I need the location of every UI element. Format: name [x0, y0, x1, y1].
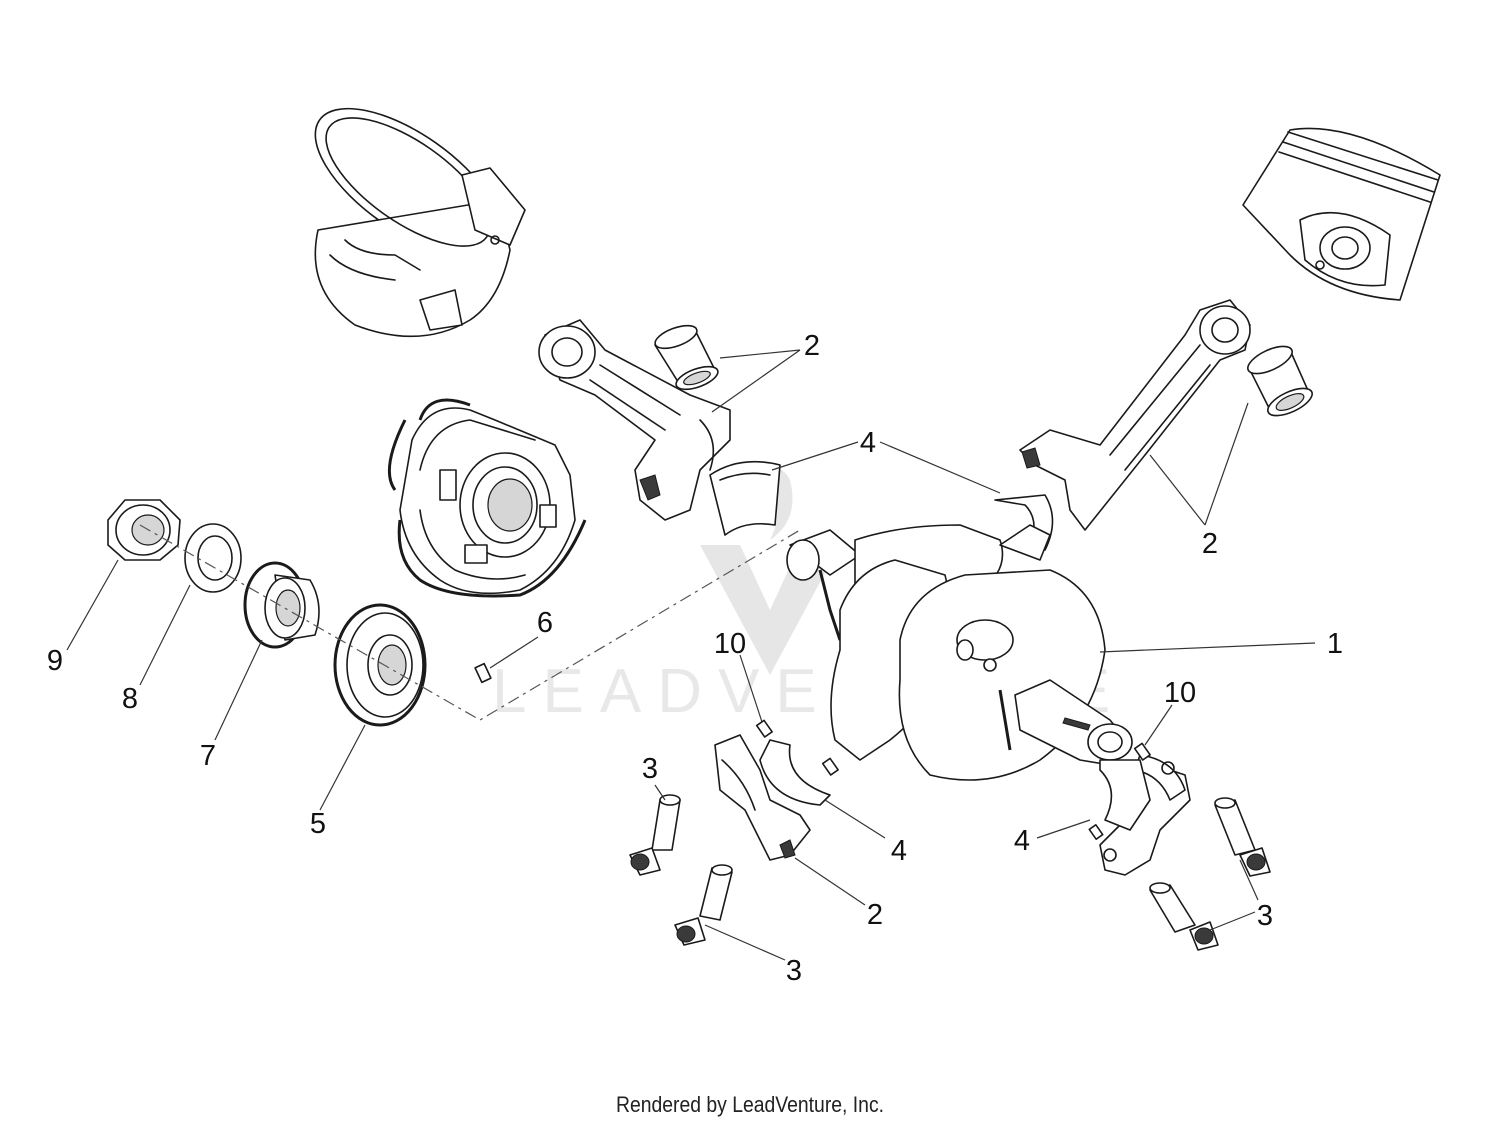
connecting-rod-upper-right	[1019, 299, 1251, 531]
woodruff-key	[474, 662, 492, 684]
callout-4-bottom-mid: 4	[891, 835, 907, 867]
bearing-shell-lower-left	[759, 739, 831, 806]
piston-right	[1242, 127, 1441, 301]
piston-left	[314, 107, 526, 338]
washer	[184, 523, 242, 593]
callout-4-bottom-right: 4	[1014, 825, 1030, 857]
callout-4-top: 4	[860, 427, 876, 459]
callout-3-left-top: 3	[642, 753, 658, 785]
callout-2-right: 2	[1202, 528, 1218, 560]
gear-small	[243, 561, 320, 649]
callout-10-right: 10	[1164, 677, 1196, 709]
footer-credit: Rendered by LeadVenture, Inc.	[615, 1092, 885, 1117]
bolt-right-top	[1214, 797, 1271, 877]
bolt-left-top	[629, 794, 681, 876]
dowel-pin-right	[1088, 742, 1151, 841]
connecting-rod-upper-left	[538, 319, 731, 521]
assembly-axis-line	[139, 524, 801, 721]
rod-cap-lower-left	[714, 734, 811, 861]
callout-3-bottom: 3	[786, 955, 802, 987]
bolt-right-bottom	[1149, 882, 1219, 951]
callout-6: 6	[537, 607, 553, 639]
bearing-shell-upper-left	[709, 460, 781, 536]
gear-large	[333, 603, 427, 727]
crankshaft	[786, 524, 1133, 781]
callout-2-top: 2	[804, 330, 820, 362]
callout-5: 5	[310, 808, 326, 840]
leader-lines	[66, 349, 1316, 961]
bolt-left-bottom	[674, 864, 733, 946]
dowel-pin-left	[755, 719, 839, 776]
callout-2-bottom: 2	[867, 899, 883, 931]
bushing-upper-left	[654, 324, 719, 391]
callout-7: 7	[200, 740, 216, 772]
ring-gear	[387, 398, 587, 598]
nut	[107, 499, 181, 561]
callout-9: 9	[47, 645, 63, 677]
callout-10-left: 10	[714, 628, 746, 660]
callout-3-right: 3	[1257, 900, 1273, 932]
callout-1: 1	[1327, 628, 1343, 660]
bearing-shell-lower-right	[1099, 759, 1151, 831]
bushing-upper-right	[1247, 345, 1313, 417]
callout-8: 8	[122, 683, 138, 715]
